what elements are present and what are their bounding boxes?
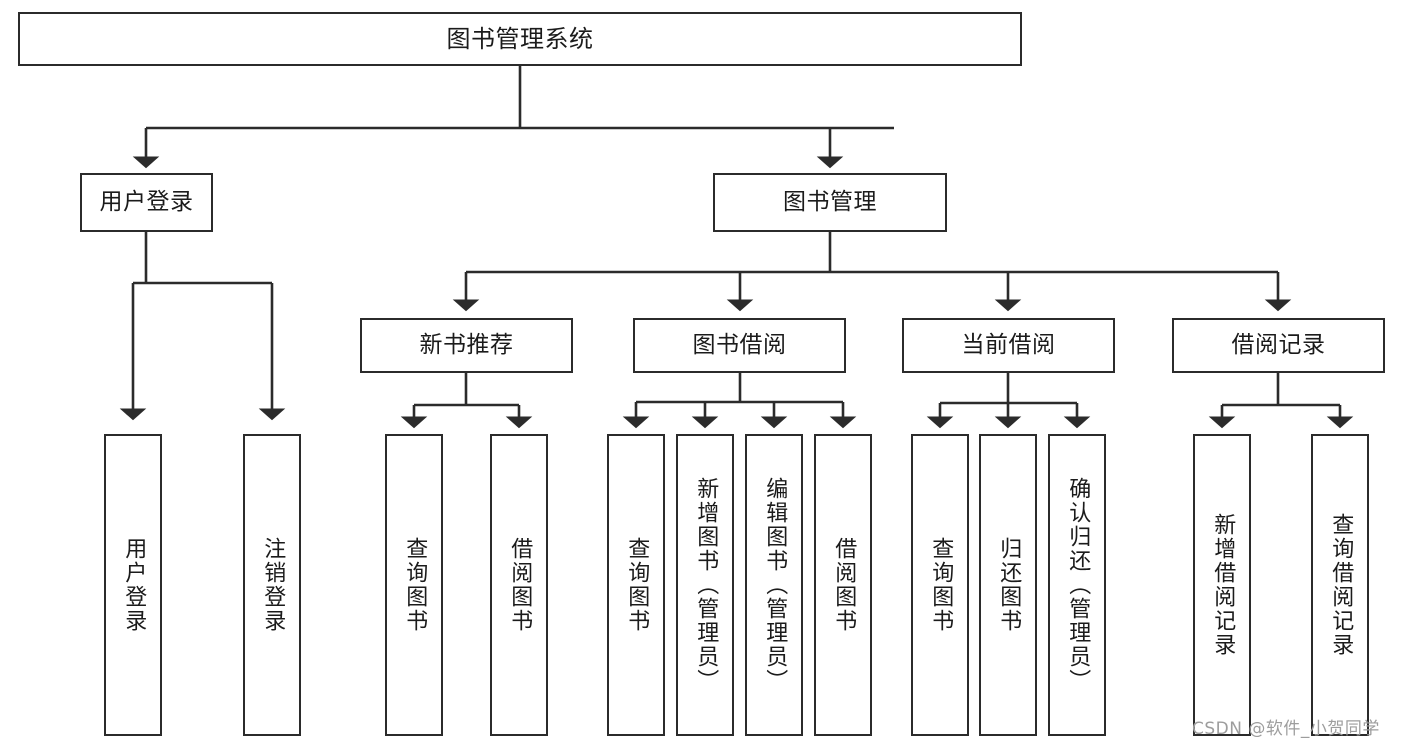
node-book-borrow[interactable]: 图书借阅	[633, 318, 846, 373]
leaf-query-book-borrow[interactable]: 查询图书	[607, 434, 665, 736]
node-label: 当前借阅	[961, 331, 1056, 358]
leaf-edit-book-admin[interactable]: 编辑图书（管理员）	[745, 434, 803, 736]
node-label: 查询借阅记录	[1328, 513, 1354, 657]
node-label: 借阅图书	[507, 537, 533, 633]
node-borrow-record[interactable]: 借阅记录	[1172, 318, 1385, 373]
node-current-borrow[interactable]: 当前借阅	[902, 318, 1115, 373]
leaf-query-borrow-record[interactable]: 查询借阅记录	[1311, 434, 1369, 736]
leaf-borrow-book[interactable]: 借阅图书	[814, 434, 872, 736]
node-label: 借阅记录	[1231, 331, 1326, 358]
node-label: 新增借阅记录	[1210, 513, 1236, 657]
node-label: 归还图书	[996, 537, 1022, 633]
leaf-query-book-recommend[interactable]: 查询图书	[385, 434, 443, 736]
node-label: 编辑图书（管理员）	[762, 477, 788, 693]
node-label: 查询图书	[402, 537, 428, 633]
watermark: CSDN @软件_小贺同学	[1192, 719, 1380, 739]
node-new-book-recommend[interactable]: 新书推荐	[360, 318, 573, 373]
node-user-login[interactable]: 用户登录	[80, 173, 213, 232]
node-label: 用户登录	[121, 537, 147, 633]
node-label: 确认归还（管理员）	[1065, 477, 1091, 693]
node-label: 查询图书	[624, 537, 650, 633]
node-label: 图书管理	[783, 188, 877, 215]
leaf-add-book-admin[interactable]: 新增图书（管理员）	[676, 434, 734, 736]
leaf-logout[interactable]: 注销登录	[243, 434, 301, 736]
node-root-book-management-system[interactable]: 图书管理系统	[18, 12, 1022, 66]
leaf-return-book[interactable]: 归还图书	[979, 434, 1037, 736]
node-label: 查询图书	[928, 537, 954, 633]
node-label: 图书借阅	[692, 331, 787, 358]
leaf-confirm-return-admin[interactable]: 确认归还（管理员）	[1048, 434, 1106, 736]
leaf-borrow-book-recommend[interactable]: 借阅图书	[490, 434, 548, 736]
node-book-management[interactable]: 图书管理	[713, 173, 947, 232]
node-label: 新书推荐	[419, 331, 514, 358]
node-label: 用户登录	[99, 188, 194, 215]
node-label: 借阅图书	[831, 537, 857, 633]
node-label: 图书管理系统	[446, 24, 594, 53]
node-label: 新增图书（管理员）	[693, 477, 719, 693]
leaf-query-book-current[interactable]: 查询图书	[911, 434, 969, 736]
node-label: 注销登录	[260, 537, 286, 633]
leaf-add-borrow-record[interactable]: 新增借阅记录	[1193, 434, 1251, 736]
leaf-user-login[interactable]: 用户登录	[104, 434, 162, 736]
